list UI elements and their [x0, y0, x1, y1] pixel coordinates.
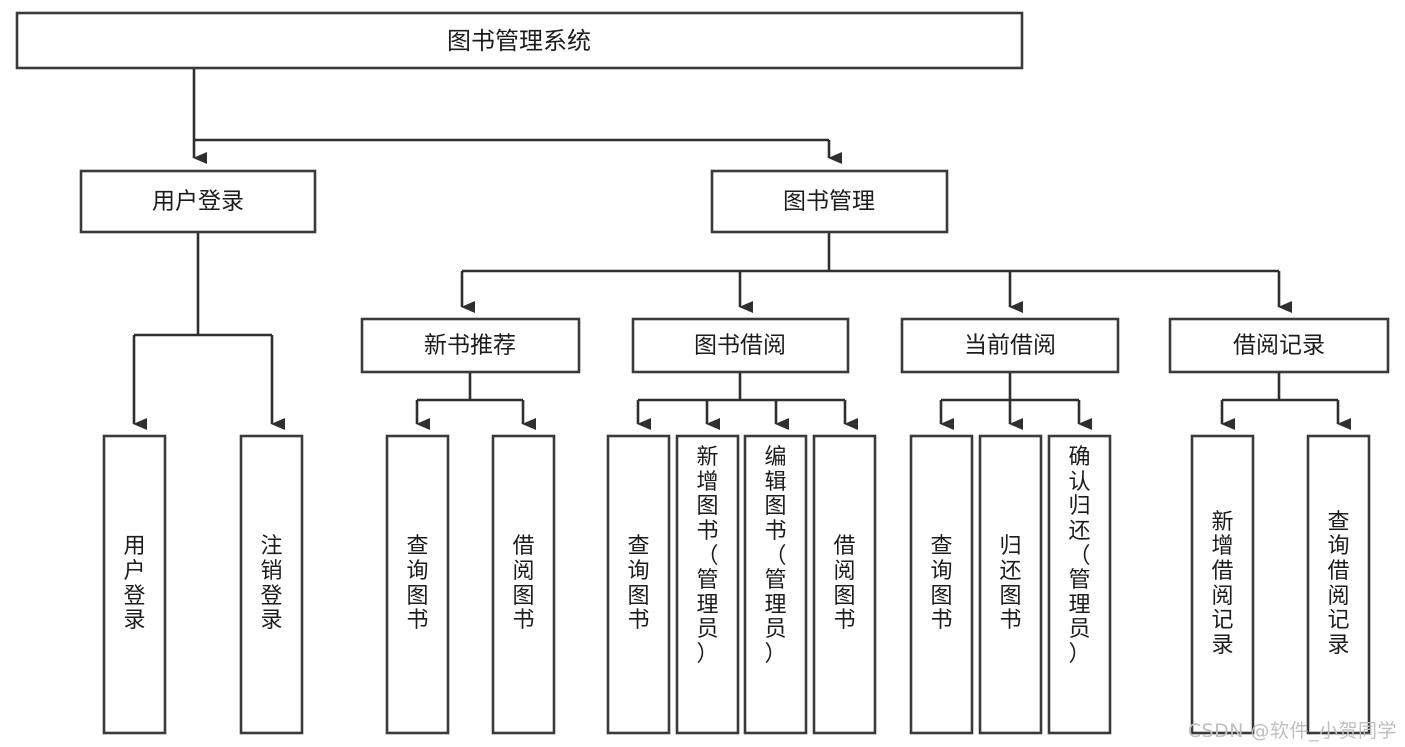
connector-book-borrow-to-leaves — [636, 372, 858, 430]
connector-root-to-level2 — [192, 68, 842, 164]
connector-current-borrow-to-leaves — [939, 372, 1092, 430]
node-current-borrow-label: 当前借阅 — [964, 333, 1056, 359]
node-user-login[interactable]: 用户登录 — [79, 169, 317, 234]
connector-borrow-record-to-leaves — [1220, 372, 1351, 430]
connector-user-login-to-leaves — [132, 232, 285, 430]
leaf-box-add-book-admin[interactable] — [675, 434, 740, 735]
node-root-book-management-system[interactable]: 图书管理系统 — [15, 11, 1024, 70]
csdn-watermark: CSDN @软件_小贺同学 — [1187, 720, 1397, 742]
leaf-box-query-book-borrow[interactable] — [606, 434, 671, 735]
node-book-management[interactable]: 图书管理 — [710, 169, 949, 234]
leaf-box-borrow-book-recommend[interactable] — [491, 434, 556, 735]
leaf-box-edit-book-admin[interactable] — [743, 434, 808, 735]
node-book-borrow[interactable]: 图书借阅 — [631, 317, 850, 374]
leaf-box-query-borrow-record[interactable] — [1306, 434, 1371, 735]
leaf-box-confirm-return-admin[interactable] — [1047, 434, 1112, 735]
node-book-borrow-label: 图书借阅 — [694, 333, 786, 359]
leaf-box-logout[interactable] — [239, 434, 304, 735]
leaf-box-return-book[interactable] — [978, 434, 1043, 735]
node-user-login-label: 用户登录 — [152, 189, 244, 215]
node-borrow-record-label: 借阅记录 — [1233, 333, 1325, 359]
node-new-book-recommend-label: 新书推荐 — [424, 333, 516, 359]
node-book-management-label: 图书管理 — [783, 189, 875, 215]
leaf-box-borrow-book[interactable] — [812, 434, 877, 735]
connector-book-mgmt-to-level3 — [460, 232, 1292, 313]
connector-new-book-to-leaves — [415, 372, 536, 430]
leaf-box-query-book-recommend[interactable] — [385, 434, 450, 735]
node-root-label: 图书管理系统 — [447, 27, 591, 55]
leaf-box-query-book-current[interactable] — [909, 434, 974, 735]
node-current-borrow[interactable]: 当前借阅 — [900, 317, 1120, 374]
leaf-box-add-borrow-record[interactable] — [1190, 434, 1255, 735]
leaf-box-user-login[interactable] — [102, 434, 167, 735]
node-new-book-recommend[interactable]: 新书推荐 — [360, 317, 581, 374]
node-borrow-record[interactable]: 借阅记录 — [1168, 317, 1390, 374]
